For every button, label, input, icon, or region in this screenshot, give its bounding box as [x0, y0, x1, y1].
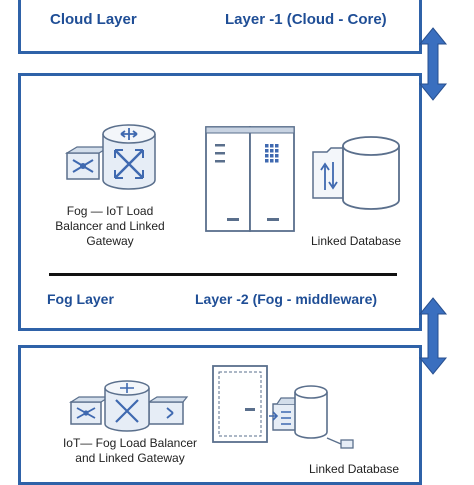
iot-gateway-caption: IoT— Fog Load Balancer and Linked Gatewa…: [55, 436, 205, 466]
load-balancer-router-icon: [64, 124, 156, 190]
fog-database-caption: Linked Database: [311, 234, 402, 248]
fog-layer-title: Fog Layer: [47, 291, 114, 307]
fog-gateway-caption-line: Fog — IoT Load: [66, 204, 154, 218]
iot-gateway-caption-line: and Linked Gateway: [75, 451, 185, 465]
database-icon: [312, 136, 400, 210]
cloud-layer-title: Cloud Layer: [50, 11, 137, 28]
iot-layer-panel: IoT— Fog Load Balancer and Linked Gatewa…: [18, 345, 422, 485]
load-balancer-router-icon: [68, 380, 189, 432]
bidirectional-arrow-icon: [418, 27, 448, 101]
database-icon: [269, 385, 354, 449]
cloud-layer-panel: Cloud Layer Layer -1 (Cloud - Core): [18, 0, 422, 54]
server-cabinet-icon: [212, 365, 268, 443]
fog-layer-panel: Fog — IoT Load Balancer and Linked Gatew…: [18, 73, 422, 331]
layer-divider: [49, 273, 397, 276]
server-rack-icon: [205, 126, 295, 232]
fog-gateway-caption: Fog — IoT Load Balancer and Linked Gatew…: [45, 204, 175, 249]
iot-gateway-caption-line: IoT— Fog Load Balancer: [62, 436, 198, 450]
fog-gateway-caption-line: Gateway: [86, 234, 134, 248]
bidirectional-arrow-icon: [418, 297, 448, 375]
fog-gateway-caption-line: Balancer and Linked: [55, 219, 165, 233]
iot-database-caption: Linked Database: [309, 462, 400, 476]
fog-layer-label: Layer -2 (Fog - middleware): [195, 291, 378, 307]
cloud-layer-label: Layer -1 (Cloud - Core): [225, 11, 387, 28]
